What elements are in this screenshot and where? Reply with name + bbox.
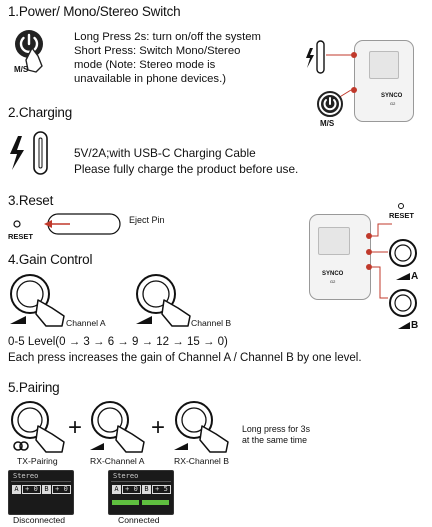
- charging-spec: 5V/2A;with USB-C Charging Cable: [74, 146, 256, 160]
- chip-a-value: + 0: [22, 485, 41, 494]
- pairing-note-line2: at the same time: [242, 435, 308, 445]
- reset-label: RESET: [8, 232, 34, 241]
- receiver-sub: G2: [330, 279, 336, 284]
- rx-channel-a-label: RX-Channel A: [90, 456, 145, 466]
- screen-disconnected: Stereo A + 0 B + 0: [8, 470, 74, 515]
- device-brand: SYNCO: [381, 93, 403, 99]
- pairing-note-line1: Long press for 3s: [242, 424, 310, 434]
- rx-channel-a-press-icon: [88, 400, 148, 454]
- power-ms-button[interactable]: M/S: [8, 26, 50, 74]
- power-desc-line3: mode (Note: Stereo mode is: [74, 59, 216, 71]
- channel-b-press-icon: [134, 272, 194, 328]
- rx-channel-b-press-icon: [172, 400, 232, 454]
- rx-channel-b-label: RX-Channel B: [174, 456, 229, 466]
- power-icon: [317, 91, 343, 117]
- section-heading-gain: 4.Gain Control: [8, 252, 93, 267]
- screen-title: Stereo: [13, 472, 39, 480]
- chip-b: B: [42, 485, 51, 494]
- gain-levels: 0-5 Level(0 → 3 → 6 → 9 → 12 → 15 → 0): [8, 336, 228, 348]
- device-sub: G2: [390, 101, 396, 106]
- receiver-brand: SYNCO: [322, 271, 344, 277]
- device-reset-label: RESET: [389, 211, 415, 220]
- power-desc-line4: unavailable in phone devices.): [74, 73, 226, 85]
- channel-a-label: Channel A: [66, 318, 106, 328]
- power-desc-line2: Short Press: Switch Mono/Stereo: [74, 45, 241, 57]
- channel-a-button: [388, 238, 418, 268]
- chip-a-value: + 0: [122, 485, 141, 494]
- tx-pairing-label: TX-Pairing: [17, 456, 58, 466]
- charging-note: Please fully charge the product before u…: [74, 162, 299, 176]
- channel-a-press-icon: [8, 272, 68, 328]
- chip-a: A: [12, 485, 21, 494]
- channel-b-label: Channel B: [191, 318, 232, 328]
- channel-b-button: [388, 288, 418, 318]
- section-heading-power: 1.Power/ Mono/Stereo Switch: [8, 4, 181, 19]
- device-b-label: B: [411, 320, 419, 331]
- section-heading-pairing: 5.Pairing: [8, 380, 60, 395]
- connected-label: Connected: [118, 515, 160, 525]
- section-heading-reset: 3.Reset: [8, 193, 54, 208]
- level-meter-a: [112, 500, 139, 505]
- receiver-device: SYNCO G2: [309, 214, 371, 300]
- chip-b: B: [142, 485, 151, 494]
- disconnected-label: Disconnected: [13, 515, 66, 525]
- gain-description: Each press increases the gain of Channel…: [8, 352, 362, 364]
- level-meter-b: [142, 500, 169, 505]
- eject-pin-label: Eject Pin: [129, 215, 165, 225]
- power-desc-line1: Long Press 2s: turn on/off the system: [74, 31, 261, 43]
- section-heading-charging: 2.Charging: [8, 105, 73, 120]
- screen-title: Stereo: [113, 472, 139, 480]
- charging-port-icon: [305, 38, 327, 76]
- plus-sign-2: +: [151, 414, 166, 441]
- usb-c-port-icon: [8, 130, 54, 176]
- device-power-button: M/S: [315, 90, 345, 130]
- device-a-label: A: [411, 271, 419, 282]
- transmitter-device: SYNCO G2: [354, 40, 414, 122]
- device-ms-label: M/S: [320, 119, 335, 128]
- chip-b-value: + 0: [52, 485, 71, 494]
- chip-a: A: [112, 485, 121, 494]
- chip-b-value: + 5: [152, 485, 171, 494]
- ms-label: M/S: [14, 65, 29, 74]
- screen-connected: Stereo A + 0 B + 5: [108, 470, 174, 515]
- power-icon: [15, 30, 43, 73]
- reset-hole-illustration: RESET: [8, 208, 128, 242]
- plus-sign-1: +: [68, 414, 83, 441]
- tx-pairing-press-icon: [8, 400, 68, 454]
